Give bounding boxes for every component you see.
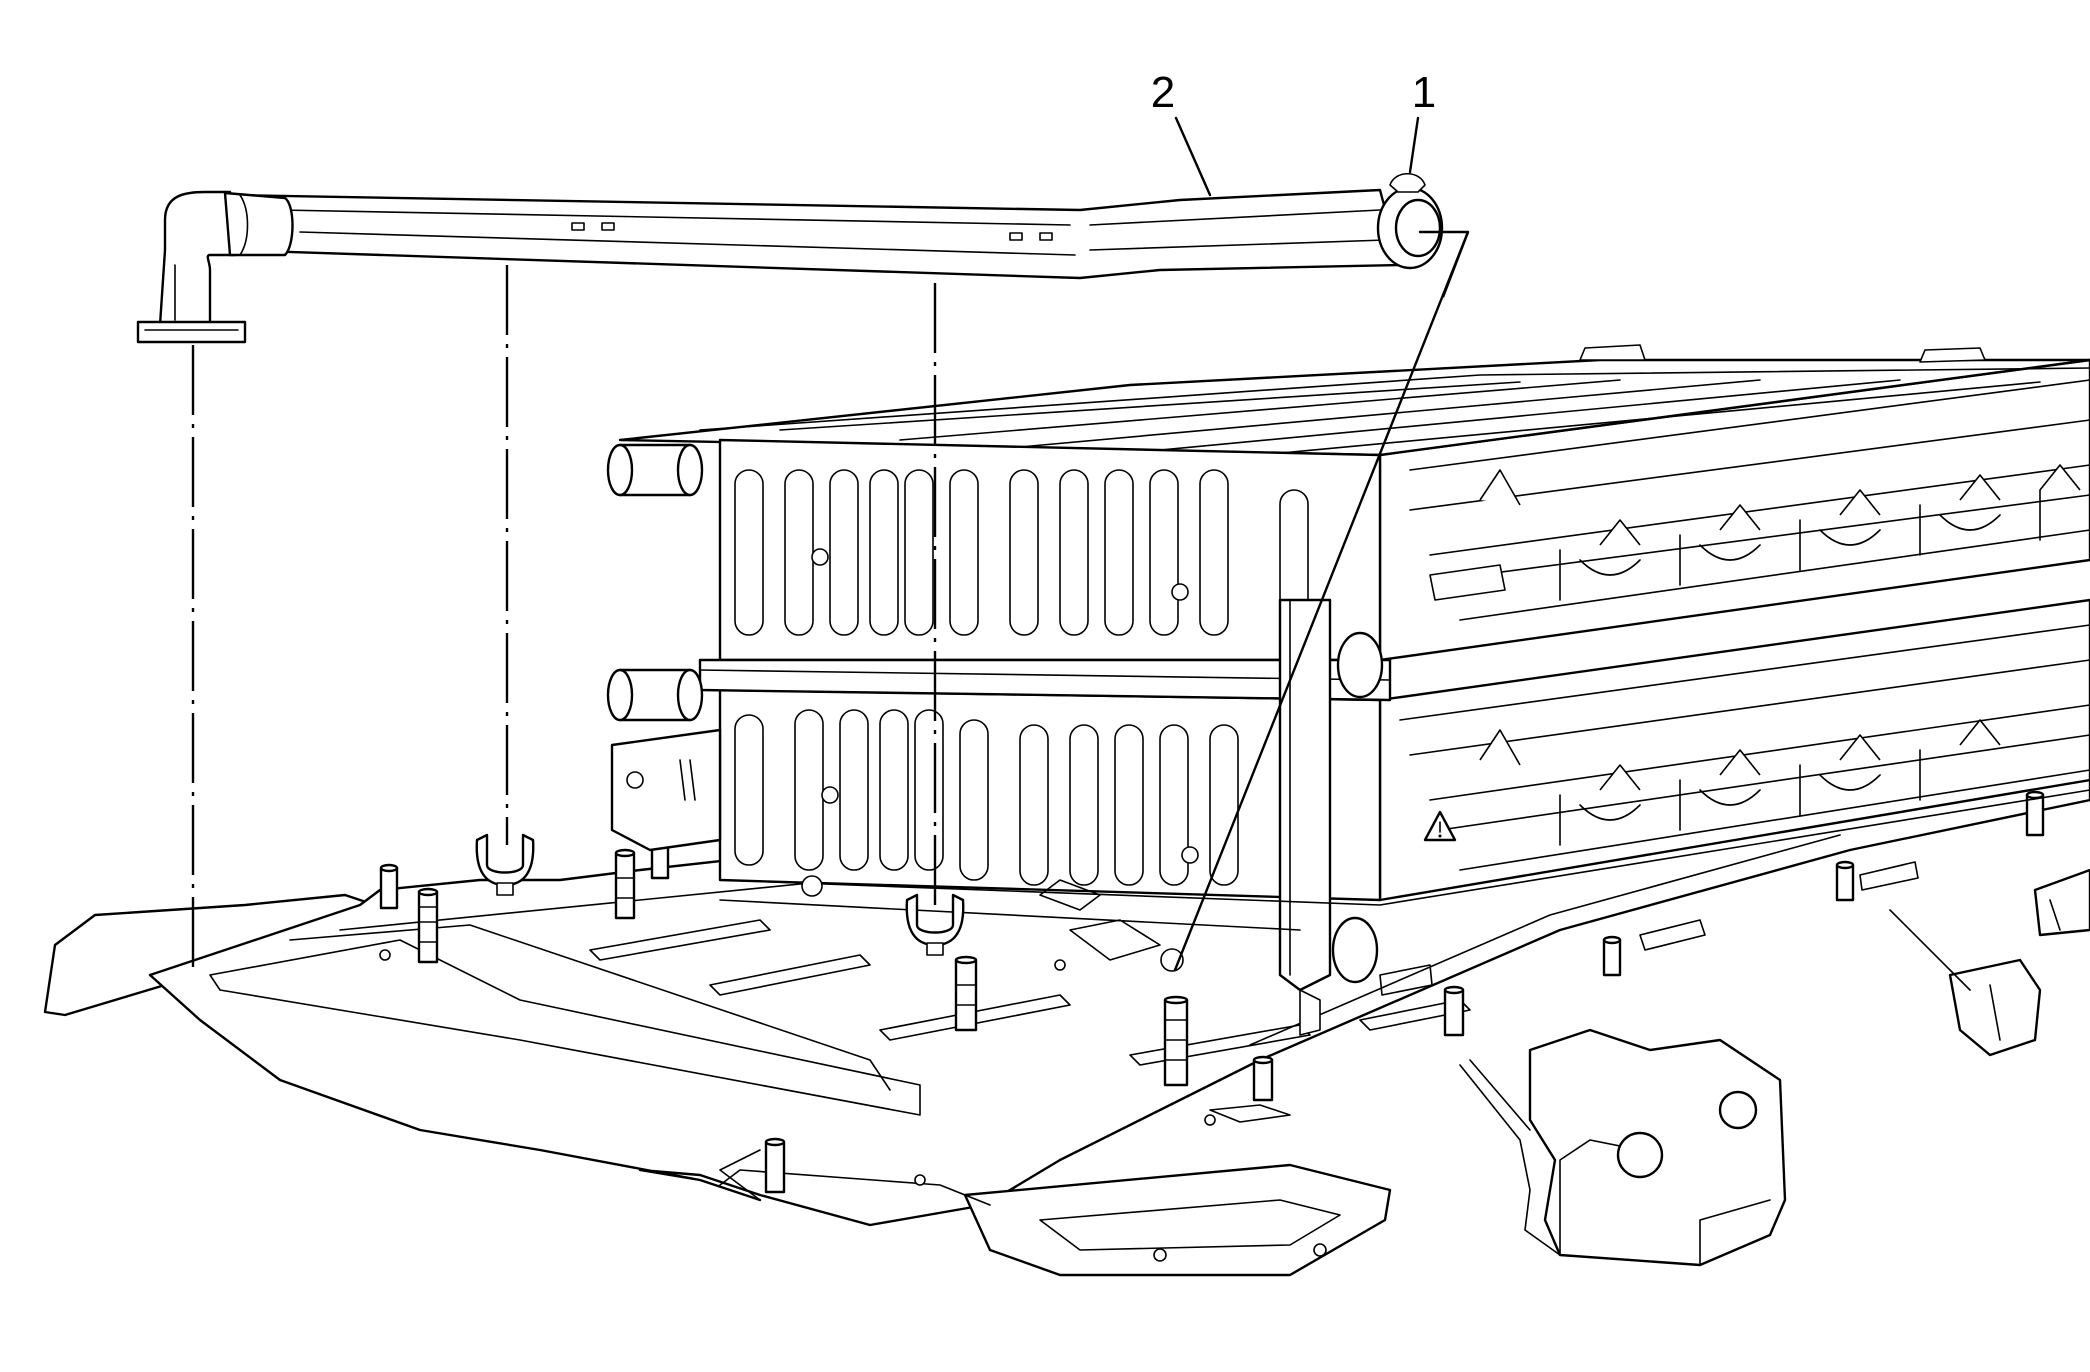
left-coolant-ports — [606, 443, 704, 722]
lower-end-plate-ribs — [734, 709, 1239, 886]
coolant-hose-assembly — [136, 172, 1444, 344]
callout-label-1: 1 — [1412, 68, 1436, 117]
tray-studs — [379, 790, 2045, 1194]
callout-1: 1 — [1408, 68, 1436, 174]
lower-module-harness — [1399, 624, 2090, 871]
assembly-guide-lines — [191, 230, 1470, 975]
warning-triangle-icon — [1423, 810, 1457, 842]
upper-end-plate-ribs — [734, 469, 1309, 636]
battery-module-stack — [606, 344, 2090, 1036]
upper-module-harness — [1409, 379, 2090, 621]
callout-label-2: 2 — [1151, 68, 1175, 117]
hose-retaining-clips — [475, 833, 965, 956]
mounting-brackets — [1459, 868, 2090, 1267]
callout-2: 2 — [1151, 68, 1212, 197]
